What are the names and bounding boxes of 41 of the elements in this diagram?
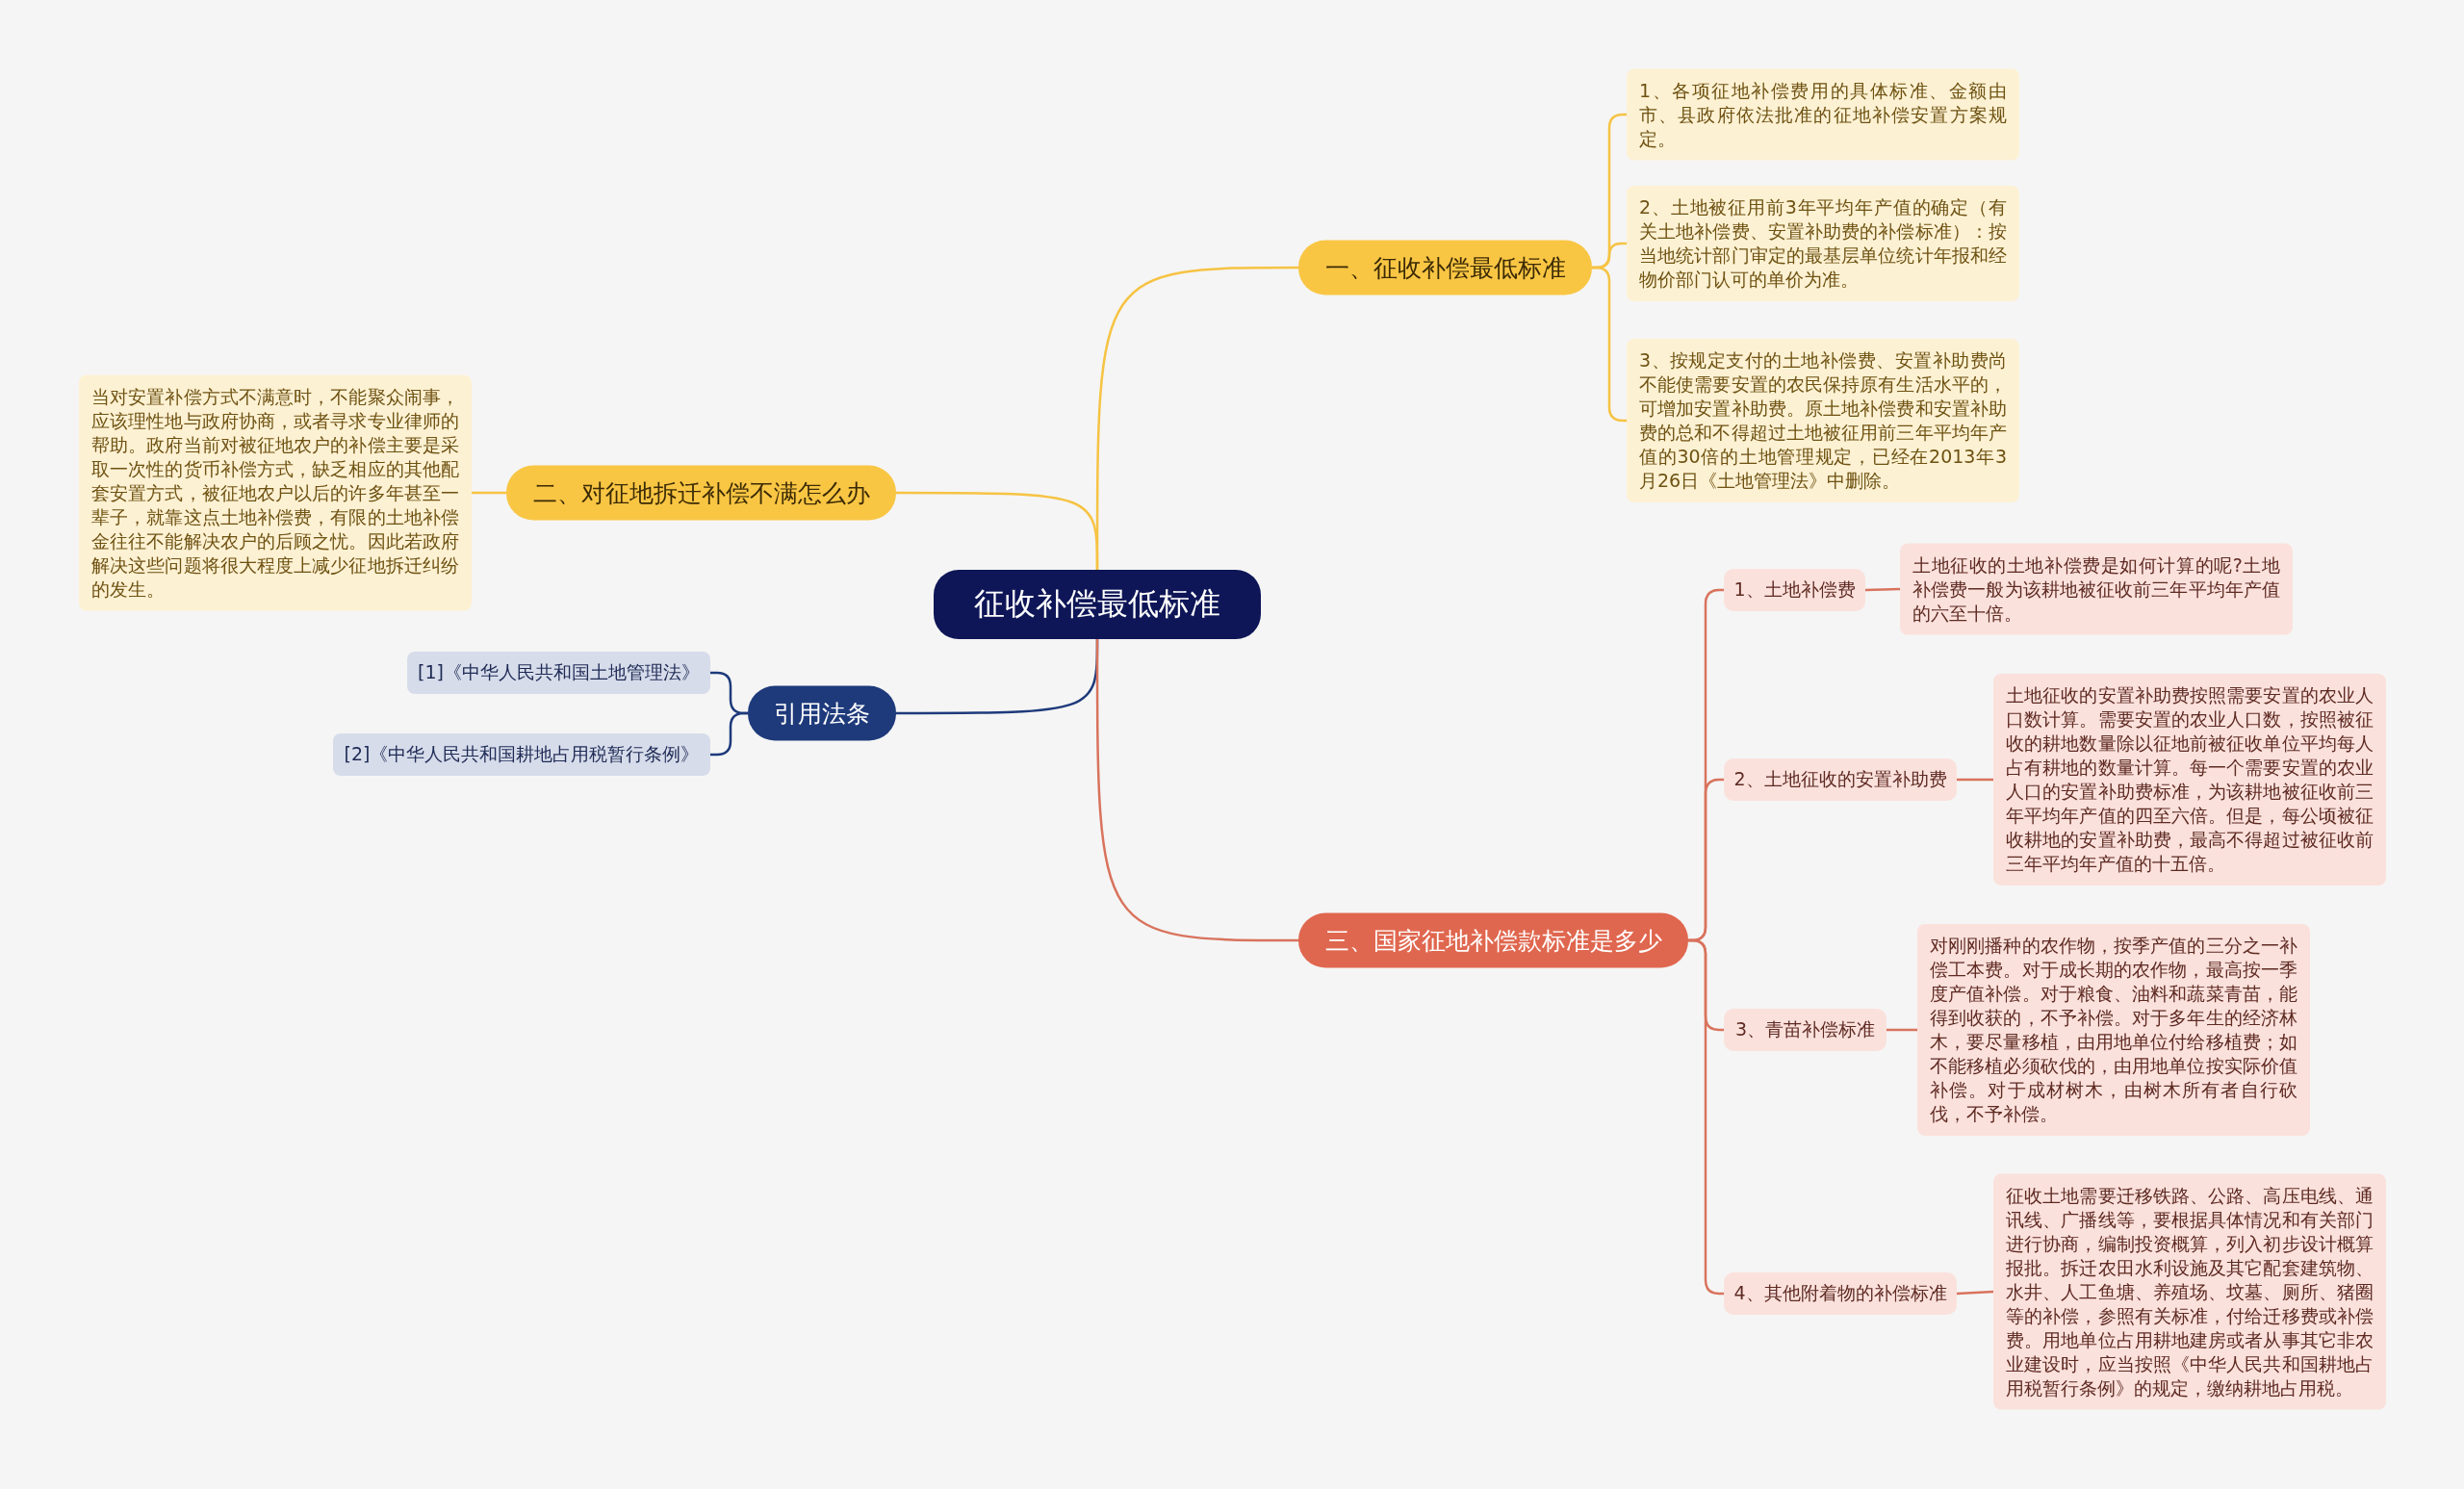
- connector-line: [1886, 1028, 1917, 1032]
- subtopic: [1724, 1009, 1886, 1051]
- topic-text: 引用法条: [773, 698, 871, 730]
- connector-line: [1095, 639, 1298, 942]
- note-card: [1900, 543, 2293, 635]
- connector-line: [1956, 1290, 1994, 1296]
- note-card: [1627, 186, 2019, 301]
- connector-line: [710, 711, 748, 757]
- note-text: [1]《中华人民共和国土地管理法》: [417, 660, 701, 684]
- central-topic: [934, 570, 1261, 639]
- branch-topic: [1298, 240, 1592, 295]
- note-card: [1627, 68, 2019, 161]
- note-text: 当对安置补偿方式不满意时，不能聚众闹事，应该理性地与政府协商，或者寻求专业律师的帮助。政府当前对被征地农户的补偿主要是采取一次性的货币补偿方式，缺乏相应的其他配套安置方式，被征地农户以后的许多年甚至一辈子，就靠这点土地补偿费，有限的土地补偿金往往不能解决农户的后顾之忧。因此若政府解决这些问题将很大程度上减少征地拆迁纠纷的发生。: [91, 384, 459, 602]
- note-text: 土地征收的安置补助费按照需要安置的农业人口数计算。需要安置的农业人口数，按照被征收的耕地数量除以征地前被征收单位平均每人占有耕地的数量计算。每一个需要安置的农业人口的安置补助费标准，为该耕地被征收前三年平均年产值的四至六倍。但是，每公顷被征收耕地的安置补助费，最高不得超过被征收前三年平均年产值的十五倍。: [2006, 683, 2374, 876]
- note-text: 征收土地需要迁移铁路、公路、高压电线、通讯线、广播线等，要根据具体情况和有关部门进行协商，编制投资概算，列入初步设计概算报批。拆迁农田水利设施及其它配套建筑物、水井、人工鱼塘、养殖场、坟墓、厕所、猪圈等的补偿，参照有关标准，付给迁移费或补偿费。用地单位占用耕地建房或者从事其它非农业建设时，应当按照《中华人民共和国耕地占用税暂行条例》的规定，缴纳耕地占用税。: [2006, 1183, 2374, 1400]
- note-text: 对刚刚播种的农作物，按季产值的三分之一补偿工本费。对于成长期的农作物，最高按一季度产值补偿。对于粮食、油料和蔬菜青苗，能得到收获的，不予补偿。对于多年生的经济林木，要尽量移植，由用地单位付给移植费；如不能移植必须砍伐的，由用地单位按实际价值补偿。对于成材树木，由树木所有者自行砍伐，不予补偿。: [1930, 934, 2297, 1126]
- subtopic: [1724, 569, 1865, 611]
- topic-text: 1、土地补偿费: [1732, 578, 1857, 602]
- note-text: 土地征收的土地补偿费是如何计算的呢?土地补偿费一般为该耕地被征收前三年平均年产值的六至十倍。: [1912, 552, 2280, 626]
- branch-topic: [1298, 912, 1688, 968]
- note-text: 1、各项征地补偿费用的具体标准、金额由市、县政府依法批准的征地补偿安置方案规定。: [1639, 78, 2007, 151]
- topic-text: 二、对征地拆迁补偿不满怎么办: [531, 477, 871, 509]
- topic-text: 3、青苗补偿标准: [1733, 1017, 1877, 1041]
- topic-text: 2、土地征收的安置补助费: [1732, 767, 1948, 791]
- connector-line: [1864, 587, 1901, 592]
- note-text: [2]《中华人民共和国耕地占用税暂行条例》: [343, 742, 701, 766]
- topic-text: 征收补偿最低标准: [973, 584, 1221, 624]
- connector-line: [472, 491, 506, 495]
- note-card: [1627, 339, 2019, 502]
- subtopic: [1724, 1272, 1957, 1315]
- note-text: 2、土地被征用前3年平均年产值的确定（有关土地补偿费、安置补助费的补偿标准）：按当地统计部门审定的最基层单位统计年报和经物价部门认可的单价为准。: [1639, 195, 2007, 292]
- reference-card: [407, 652, 710, 694]
- note-text: 3、按规定支付的土地补偿费、安置补助费尚不能使需要安置的农民保持原有生活水平的，可增加安置补助费。原土地补偿费和安置补助费的总和不得超过土地被征用前三年平均年产值的30倍的土地管理规定，已经在2013年3月26日《土地管理法》中删除。: [1639, 348, 2007, 493]
- topic-text: 一、征收补偿最低标准: [1323, 252, 1567, 284]
- topic-text: 三、国家征地补偿款标准是多少: [1323, 925, 1663, 957]
- reference-card: [333, 733, 710, 776]
- connector-line: [896, 491, 1099, 570]
- connector-line: [1957, 778, 1993, 782]
- branch-topic: [748, 685, 896, 741]
- topic-text: 4、其他附着物的补偿标准: [1732, 1281, 1948, 1305]
- subtopic: [1724, 758, 1957, 801]
